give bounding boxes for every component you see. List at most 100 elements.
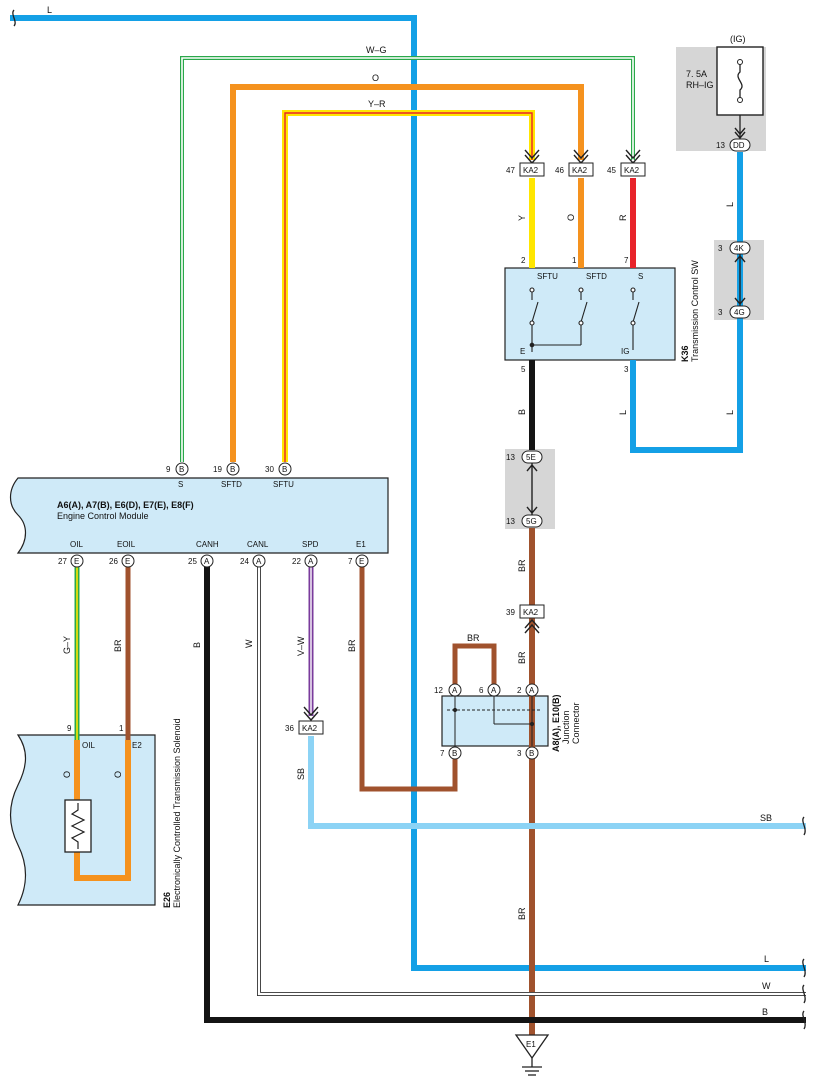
connector-5g: 5G 13: [506, 514, 543, 528]
svg-text:9: 9: [166, 465, 171, 474]
fuse-name: RH–IG: [686, 80, 714, 90]
wire-label-o2: O: [566, 214, 576, 221]
junction-pin-7: B 7: [440, 746, 462, 760]
ecm-top-pin-sftu: B 30 SFTU: [265, 462, 294, 489]
svg-text:6: 6: [479, 686, 484, 695]
k36-name: Transmission Control SW: [690, 260, 700, 362]
k36-terminal-s: S: [638, 272, 643, 281]
svg-text:13: 13: [506, 517, 515, 526]
wire-label-br-2: BR: [517, 651, 527, 664]
ecm-bottom-pin-e1: E1 E 7: [348, 540, 369, 568]
svg-text:CANH: CANH: [196, 540, 219, 549]
svg-text:3: 3: [718, 308, 723, 317]
svg-text:A: A: [491, 686, 497, 695]
svg-text:B: B: [529, 749, 534, 758]
wire-label-w-g: W–G: [366, 45, 387, 55]
wire-break-marks: [12, 9, 806, 1030]
svg-text:S: S: [178, 480, 183, 489]
k36-terminal-e: E: [520, 347, 525, 356]
e26-terminal-oil: OIL: [82, 741, 95, 750]
svg-text:A: A: [204, 557, 210, 566]
svg-text:A: A: [529, 686, 535, 695]
wire-w-g: [180, 56, 635, 462]
fuse-pin: 13: [716, 141, 725, 150]
svg-text:E: E: [359, 557, 364, 566]
ground-symbol: [514, 1034, 550, 1076]
solenoid-coil-icon: [64, 799, 92, 853]
wire-label-right-l: L: [764, 954, 769, 964]
ecm-subtitle: Engine Control Module: [57, 511, 149, 521]
junction-pin-2: A 2: [517, 683, 539, 697]
svg-text:A: A: [256, 557, 262, 566]
k36-terminal-sftu: SFTU: [537, 272, 558, 281]
wire-label-right-sb: SB: [760, 813, 772, 823]
k36-terminal-ig: IG: [621, 347, 629, 356]
svg-text:13: 13: [506, 453, 515, 462]
wire-o: [230, 84, 584, 462]
svg-text:22: 22: [292, 557, 301, 566]
ecm-bottom-pin-oil: OIL E 27: [58, 540, 84, 568]
ecm-bottom-pin-canh: CANH A 25: [188, 540, 219, 568]
svg-text:27: 27: [58, 557, 67, 566]
svg-text:39: 39: [506, 608, 515, 617]
wire-sb: [308, 736, 806, 829]
ecm-box: [9, 477, 389, 554]
svg-text:24: 24: [240, 557, 249, 566]
wire-label-br-1: BR: [517, 559, 527, 572]
svg-text:46: 46: [555, 166, 564, 175]
svg-text:4K: 4K: [734, 244, 744, 253]
wire-label-r: R: [618, 214, 628, 221]
k36-switch-internals: [529, 287, 640, 352]
fuse-icon: [737, 64, 743, 98]
ecm-top-pin-s: B 9 S: [166, 462, 189, 489]
wire-label-g-y: G–Y: [62, 636, 72, 654]
svg-text:E: E: [74, 557, 79, 566]
ecm-bottom-pin-spd: SPD A 22: [292, 540, 319, 568]
svg-text:KA2: KA2: [624, 166, 640, 175]
connector-5e-5g-link: [526, 463, 538, 515]
svg-text:3: 3: [517, 749, 522, 758]
fuse-arrow-icon: [734, 127, 746, 140]
wire-label-y: Y: [517, 215, 527, 221]
wire-label-br-e1: BR: [347, 639, 357, 652]
e26-name: Electronically Controlled Transmission S…: [172, 718, 182, 908]
svg-text:KA2: KA2: [302, 724, 318, 733]
svg-text:SFTD: SFTD: [221, 480, 242, 489]
ecm-top-pin-sftd: B 19 SFTD: [213, 462, 242, 489]
ka2-connector-39: KA2 39: [506, 604, 545, 634]
connector-5e: 5E 13: [506, 450, 543, 464]
svg-text:25: 25: [188, 557, 197, 566]
fuse-connector-dd: [729, 138, 751, 152]
fuse-rating: 7. 5A: [686, 69, 707, 79]
ecm-title: A6(A), A7(B), E6(D), E7(E), E8(F): [57, 500, 194, 510]
k36-pin-1: 1: [572, 256, 577, 265]
wire-color-labels: L W–G O Y–R Y O R L L L B BR BR BR BR G–…: [47, 5, 772, 1017]
wire-label-y-r: Y–R: [368, 99, 386, 109]
wire-br-e1: [359, 566, 458, 792]
svg-text:7: 7: [348, 557, 353, 566]
junction-pin-12: A 12: [434, 683, 462, 697]
wire-b-canh: [204, 566, 806, 1023]
wire-label-br-eoil: BR: [113, 639, 123, 652]
ecm-bottom-pin-eoil: EOIL E 26: [109, 540, 136, 568]
svg-text:CANL: CANL: [247, 540, 269, 549]
svg-text:KA2: KA2: [523, 166, 539, 175]
e26-pin-1: 1: [119, 724, 124, 733]
svg-text:2: 2: [517, 686, 522, 695]
svg-text:A: A: [308, 557, 314, 566]
svg-text:EOIL: EOIL: [117, 540, 136, 549]
wire-label-l-fuse2: L: [725, 410, 735, 415]
e26-pin-9: 9: [67, 724, 72, 733]
ecm-bottom-pin-canl: CANL A 24: [240, 540, 269, 568]
wire-label-l-k36: L: [618, 410, 628, 415]
wire-label-o-e26b: O: [113, 771, 123, 778]
wire-label-o-e26a: O: [62, 771, 72, 778]
connector-4g: 4G 3: [718, 305, 751, 319]
svg-text:7: 7: [440, 749, 445, 758]
k36-terminal-sftd: SFTD: [586, 272, 607, 281]
svg-text:30: 30: [265, 465, 274, 474]
junction-pin-3: B 3: [517, 746, 539, 760]
svg-text:12: 12: [434, 686, 443, 695]
wire-label-right-w: W: [762, 981, 771, 991]
